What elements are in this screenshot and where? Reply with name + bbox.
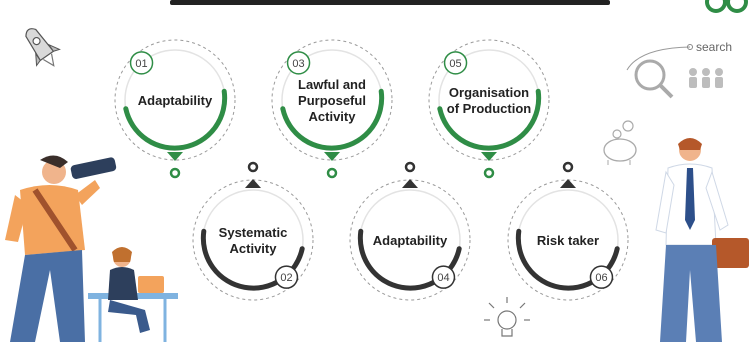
- pointer-triangle: [245, 179, 261, 188]
- progress-arc: [123, 88, 228, 151]
- connector-dot: [169, 167, 181, 179]
- step-number: 03: [292, 58, 304, 70]
- connector-dot: [404, 161, 416, 173]
- logo-icon: [705, 0, 748, 13]
- rocket-icon: [25, 28, 61, 67]
- pointer-triangle: [324, 152, 340, 161]
- pointer-triangle: [481, 152, 497, 161]
- progress-arc: [437, 88, 542, 151]
- connector-dot: [247, 161, 259, 173]
- number-badge: [129, 51, 154, 75]
- step-number: 05: [449, 58, 461, 70]
- people-icon: [689, 68, 723, 88]
- search-label: search: [696, 40, 732, 54]
- step-number: 04: [437, 272, 449, 284]
- step-label: Adaptability: [138, 93, 213, 108]
- pointer-triangle: [560, 179, 576, 188]
- dashed-ring: [428, 39, 550, 161]
- connector-dot: [483, 167, 495, 179]
- number-badge: [431, 265, 456, 289]
- piggy-bank-icon: [603, 120, 637, 165]
- number-badge: [274, 265, 299, 289]
- pointer-triangle: [402, 179, 418, 188]
- dashed-ring: [271, 39, 393, 161]
- search-magnifier-icon: [626, 44, 693, 99]
- step-04: 04 Adaptability: [349, 161, 471, 301]
- woman-at-laptop-illustration: [88, 247, 178, 342]
- step-label: of Production: [447, 101, 532, 116]
- businessman-illustration: [655, 138, 749, 342]
- step-label: Activity: [230, 241, 278, 256]
- number-badge: [286, 51, 311, 75]
- pointer-triangle: [167, 152, 183, 161]
- step-number: 02: [280, 272, 292, 284]
- step-number: 06: [595, 272, 607, 284]
- progress-arc: [280, 88, 385, 151]
- step-number: 01: [135, 58, 147, 70]
- connector-dot: [326, 167, 338, 179]
- step-06: 06 Risk taker: [507, 161, 629, 301]
- step-label: Organisation: [449, 85, 529, 100]
- step-label: Purposeful: [298, 93, 366, 108]
- number-badge: [589, 265, 614, 289]
- man-with-telescope-illustration: [5, 155, 117, 342]
- lightbulb-icon: [484, 297, 530, 337]
- step-label: Lawful and: [298, 77, 366, 92]
- step-label: Activity: [309, 109, 357, 124]
- number-badge: [443, 51, 468, 75]
- step-label: Risk taker: [537, 233, 599, 248]
- step-label: Adaptability: [373, 233, 448, 248]
- connector-dot: [562, 161, 574, 173]
- dashed-ring: [114, 39, 236, 161]
- step-label: Systematic: [219, 225, 288, 240]
- header-remnant: [170, 0, 610, 5]
